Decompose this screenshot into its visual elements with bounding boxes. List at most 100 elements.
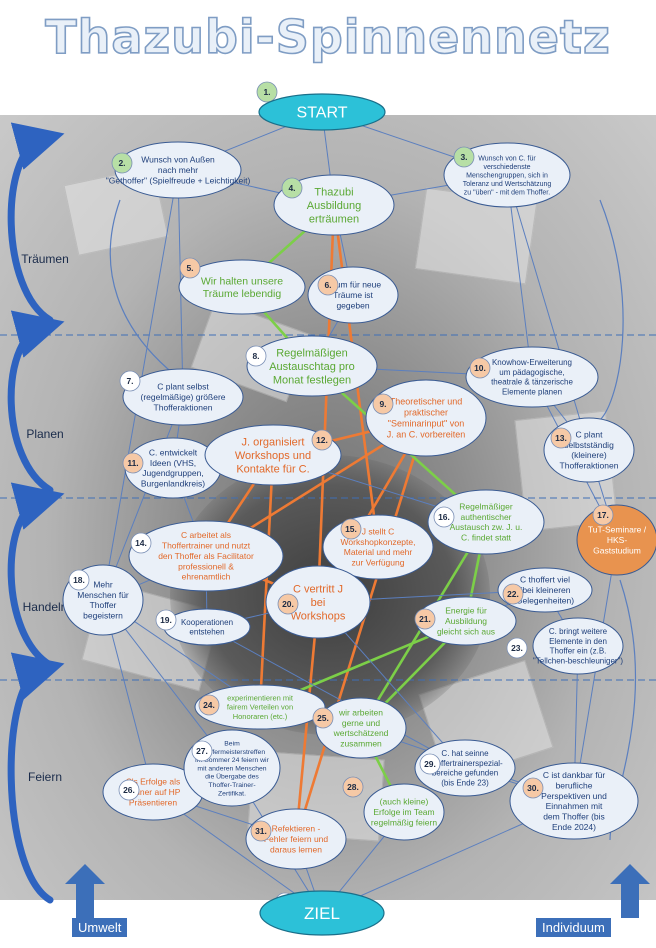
node-label: Raum für neue (325, 280, 381, 290)
node-number-badge (281, 177, 303, 199)
node-label: Thoffer-Trainer- (208, 782, 255, 789)
node-label: entstehen (189, 628, 224, 637)
node-label: Menschen für (77, 590, 129, 600)
node-number: 31. (255, 826, 267, 836)
page-title: Thazubi-Spinnennetz (44, 9, 611, 65)
node-number-badge (414, 608, 436, 630)
node-label: regelmäßig feiern (371, 817, 437, 827)
node-label: daraus lernen (270, 844, 322, 854)
node-label: zu "üben" - mit dem Thoffer. (464, 190, 550, 197)
node-ellipse (465, 346, 599, 408)
node-label: Monat festlegen (273, 374, 351, 386)
node-label: C plant (576, 429, 604, 439)
node-label: Träume lebendig (203, 288, 282, 300)
node-label: ZIEL (304, 904, 340, 923)
node-label: Beim (224, 741, 240, 748)
node-number-badge (317, 274, 339, 296)
footer-label-right: Individuum (536, 918, 611, 937)
node-number: 22. (507, 589, 519, 599)
node-label: bereiche gefunden (432, 769, 498, 778)
node-ellipse (122, 368, 244, 426)
node-number: 1. (263, 87, 270, 97)
node-label: Theoretischer und (390, 397, 463, 407)
node-label: Wunsch von C. für (478, 155, 536, 162)
node-label: Workshopkonzepte, (341, 537, 416, 547)
node-label: Workshops (291, 610, 346, 622)
node-label: theatrale & tänzerische (491, 378, 573, 387)
node-number-badge (469, 357, 491, 379)
node-label: START (297, 105, 348, 122)
node-number-badge (111, 152, 133, 174)
node-label: Thoffer ein (z.B. (550, 647, 607, 656)
node-label: Thoffertrainer und nutzt (162, 541, 251, 551)
node-number: 14. (135, 538, 147, 548)
node-ellipse (204, 424, 342, 486)
node-label: ehrenamtlich (182, 572, 231, 582)
node-label: Träume ist (333, 290, 373, 300)
node-label: Mehr (93, 579, 113, 589)
up-arrow (610, 864, 650, 918)
connector-blue (506, 174, 533, 378)
node-label: Kooperationen (181, 618, 233, 627)
node-ellipse (532, 617, 624, 675)
node-label: selbstständig (564, 440, 614, 450)
node-number-badge (277, 593, 299, 615)
node-number: 3. (460, 152, 467, 162)
node-ellipse (497, 567, 593, 613)
connector-blue (206, 626, 466, 769)
node-label: Austauschtag pro (269, 361, 355, 373)
node-label: Regelmäßiger (459, 501, 513, 511)
node-label: C. bringt weitere (549, 627, 608, 636)
node-label: Elemente in den (549, 637, 607, 646)
node-label: praktischer (404, 408, 448, 418)
phase-label-traeumen: Träumen (21, 252, 69, 266)
node-number-badge (245, 345, 267, 367)
node-ellipse (265, 565, 371, 639)
node-label: Erfolge im Team (373, 807, 434, 817)
node-ellipse (194, 684, 326, 730)
node-number-badge (550, 427, 572, 449)
node-label: C ist dankbar für (543, 770, 606, 780)
node-label: "Gethoffer" (Spielfreude + Leichtigkeit) (106, 175, 251, 185)
node-label: Refektieren - (272, 824, 321, 834)
node-label: C. hat seinne (441, 749, 489, 758)
node-number: 25. (317, 713, 329, 723)
node-label: Workshops und (235, 450, 311, 462)
node-ellipse (443, 142, 571, 208)
node-number-badge (502, 583, 524, 605)
node-label: Einnahmen mit (546, 801, 603, 811)
node-number-badge (340, 518, 362, 540)
node-label: Wunsch von Außen (141, 155, 215, 165)
node-number-badge (68, 569, 90, 591)
node-label: experimentieren mit (227, 694, 294, 703)
node-number-badge (119, 370, 141, 392)
node-label: C vertritt J (293, 583, 343, 595)
phase-arrow (7, 482, 65, 669)
node-ellipse (363, 783, 445, 841)
node-number-badge (122, 452, 144, 474)
node-label: zur Verfügung (352, 558, 405, 568)
node-label: nach mehr (158, 165, 198, 175)
node-number-badge (522, 777, 544, 799)
node-number-badge (506, 637, 528, 659)
node-number-badge (433, 506, 455, 528)
node-label: HKS- (607, 535, 627, 545)
node-label: Thofferaktionen (560, 461, 619, 471)
node-label: gerne und (342, 718, 381, 728)
node-number: 30. (527, 783, 539, 793)
node-number: 20. (282, 599, 294, 609)
node-label: Austausch zw. J. u. (450, 522, 523, 532)
node-number-badge (179, 257, 201, 279)
node-label: mit anderen Menschen (197, 765, 266, 772)
node-label: (bis Ende 23) (441, 778, 489, 787)
node-label: Jugendgruppen, (142, 468, 203, 478)
phase-label-handeln: Handeln (22, 600, 68, 614)
node-ellipse (258, 93, 386, 131)
node-label: Kontakte für C. (236, 463, 309, 475)
node-ellipse (246, 335, 378, 397)
node-number: 26. (123, 785, 135, 795)
node-label: Gaststudium (593, 545, 641, 555)
phase-arrow (7, 122, 65, 324)
node-label: Regelmäßigen (276, 347, 348, 359)
node-label: TuT-Seminare / (588, 525, 647, 535)
